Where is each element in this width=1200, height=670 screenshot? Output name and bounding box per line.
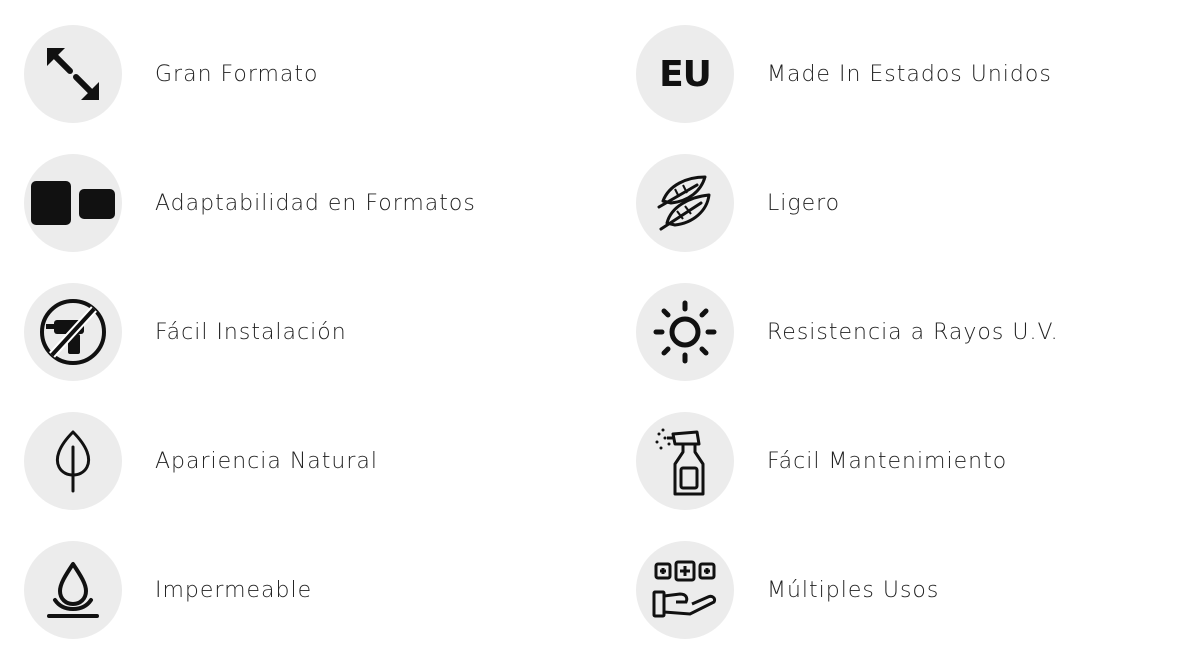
sun-icon (636, 283, 734, 381)
hand-plus-icon (636, 541, 734, 639)
water-drop-icon (24, 541, 122, 639)
feature-label: Made In Estados Unidos (767, 61, 1052, 87)
feature-item: Múltiples Usos (636, 541, 1059, 639)
feature-label: Fácil Instalación (155, 319, 347, 345)
feature-label: Resistencia a Rayos U.V. (767, 319, 1059, 345)
feature-label: Adaptabilidad en Formatos (155, 190, 476, 216)
feature-item: Apariencia Natural (24, 412, 476, 510)
feature-label: Múltiples Usos (767, 577, 940, 603)
feature-item: Impermeable (24, 541, 476, 639)
feature-label: Impermeable (155, 577, 313, 603)
expand-arrows-icon (24, 25, 122, 123)
feature-item: Adaptabilidad en Formatos (24, 154, 476, 252)
eu-text-icon: EU (636, 25, 734, 123)
feature-item: Gran Formato (24, 25, 476, 123)
formats-blocks-icon (24, 154, 122, 252)
feature-label: Gran Formato (155, 61, 319, 87)
feature-item: Fácil Instalación (24, 283, 476, 381)
feature-item: Ligero (636, 154, 1059, 252)
feature-item: Resistencia a Rayos U.V. (636, 283, 1059, 381)
eu-icon-text: EU (659, 53, 712, 95)
feature-label: Ligero (767, 190, 841, 216)
feathers-icon (636, 154, 734, 252)
feature-item: EU Made In Estados Unidos (636, 25, 1059, 123)
spray-bottle-icon (636, 412, 734, 510)
features-left-column: Gran Formato Adaptabilidad en Formatos F… (24, 25, 476, 670)
feature-item: Fácil Mantenimiento (636, 412, 1059, 510)
leaf-icon (24, 412, 122, 510)
feature-label: Apariencia Natural (155, 448, 378, 474)
feature-label: Fácil Mantenimiento (767, 448, 1008, 474)
features-right-column: EU Made In Estados Unidos Ligero (636, 25, 1059, 670)
no-drill-icon (24, 283, 122, 381)
